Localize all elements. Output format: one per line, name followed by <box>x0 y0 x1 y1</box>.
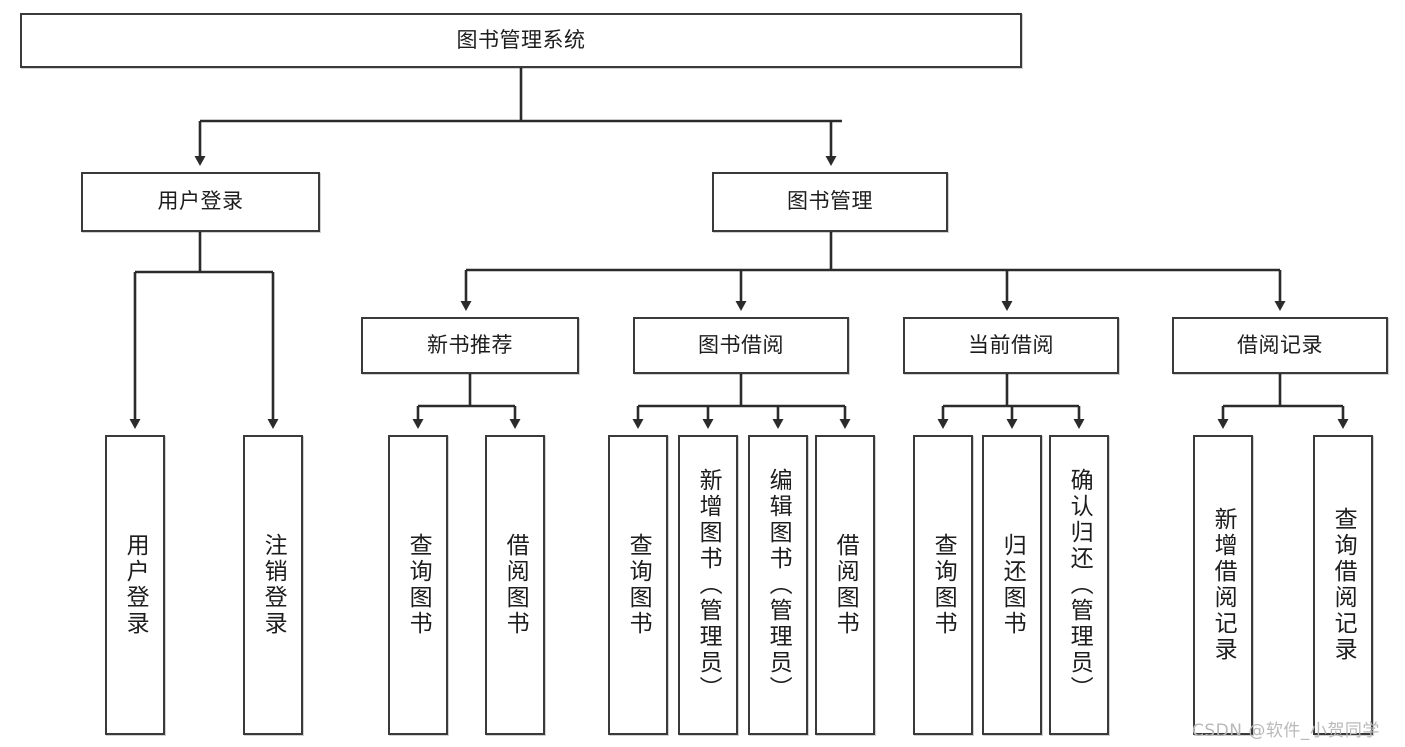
node-leaf-return-book-label: 归还图书 <box>999 533 1026 637</box>
node-leaf-borrow-book-1[interactable]: 借阅图书 <box>485 435 545 735</box>
node-leaf-logout-label: 注销登录 <box>260 533 287 637</box>
node-borrow-record-label: 借阅记录 <box>1237 332 1323 357</box>
node-leaf-query-record-label: 查询借阅记录 <box>1330 507 1357 663</box>
node-leaf-borrow-book-2-label: 借阅图书 <box>832 533 859 637</box>
node-leaf-add-record-label: 新增借阅记录 <box>1210 507 1237 663</box>
node-book-manage[interactable]: 图书管理 <box>712 172 948 232</box>
node-leaf-borrow-book-1-label: 借阅图书 <box>502 533 529 637</box>
node-book-manage-label: 图书管理 <box>787 189 873 214</box>
node-new-book-recommend[interactable]: 新书推荐 <box>361 317 579 374</box>
node-leaf-query-book-3-label: 查询图书 <box>930 533 957 637</box>
node-current-borrow[interactable]: 当前借阅 <box>903 317 1119 374</box>
node-leaf-query-record[interactable]: 查询借阅记录 <box>1313 435 1373 735</box>
node-book-borrow[interactable]: 图书借阅 <box>633 317 849 374</box>
node-root[interactable]: 图书管理系统 <box>20 13 1022 68</box>
node-user-login-label: 用户登录 <box>157 189 244 214</box>
node-leaf-query-book-1-label: 查询图书 <box>405 533 432 637</box>
node-book-borrow-label: 图书借阅 <box>698 332 784 357</box>
node-leaf-add-book-label: 新增图书（管理员） <box>695 468 722 702</box>
node-current-borrow-label: 当前借阅 <box>968 332 1054 357</box>
node-leaf-confirm-return-label: 确认归还（管理员） <box>1066 468 1093 702</box>
node-leaf-edit-book-label: 编辑图书（管理员） <box>765 468 792 702</box>
node-leaf-query-book-2[interactable]: 查询图书 <box>608 435 668 735</box>
node-leaf-borrow-book-2[interactable]: 借阅图书 <box>815 435 875 735</box>
csdn-watermark: CSDN @软件_小贺同学 <box>1192 721 1380 741</box>
node-leaf-confirm-return[interactable]: 确认归还（管理员） <box>1049 435 1109 735</box>
node-leaf-return-book[interactable]: 归还图书 <box>982 435 1042 735</box>
node-leaf-add-book[interactable]: 新增图书（管理员） <box>678 435 738 735</box>
node-user-login[interactable]: 用户登录 <box>81 172 320 232</box>
node-leaf-user-login-label: 用户登录 <box>122 533 149 637</box>
node-leaf-query-book-1[interactable]: 查询图书 <box>388 435 448 735</box>
node-leaf-query-book-3[interactable]: 查询图书 <box>913 435 973 735</box>
node-leaf-edit-book[interactable]: 编辑图书（管理员） <box>748 435 808 735</box>
node-leaf-query-book-2-label: 查询图书 <box>625 533 652 637</box>
node-borrow-record[interactable]: 借阅记录 <box>1172 317 1388 374</box>
node-leaf-user-login[interactable]: 用户登录 <box>105 435 165 735</box>
node-leaf-add-record[interactable]: 新增借阅记录 <box>1193 435 1253 735</box>
node-new-book-recommend-label: 新书推荐 <box>427 332 513 357</box>
node-root-label: 图书管理系统 <box>456 27 586 52</box>
node-leaf-logout[interactable]: 注销登录 <box>243 435 303 735</box>
